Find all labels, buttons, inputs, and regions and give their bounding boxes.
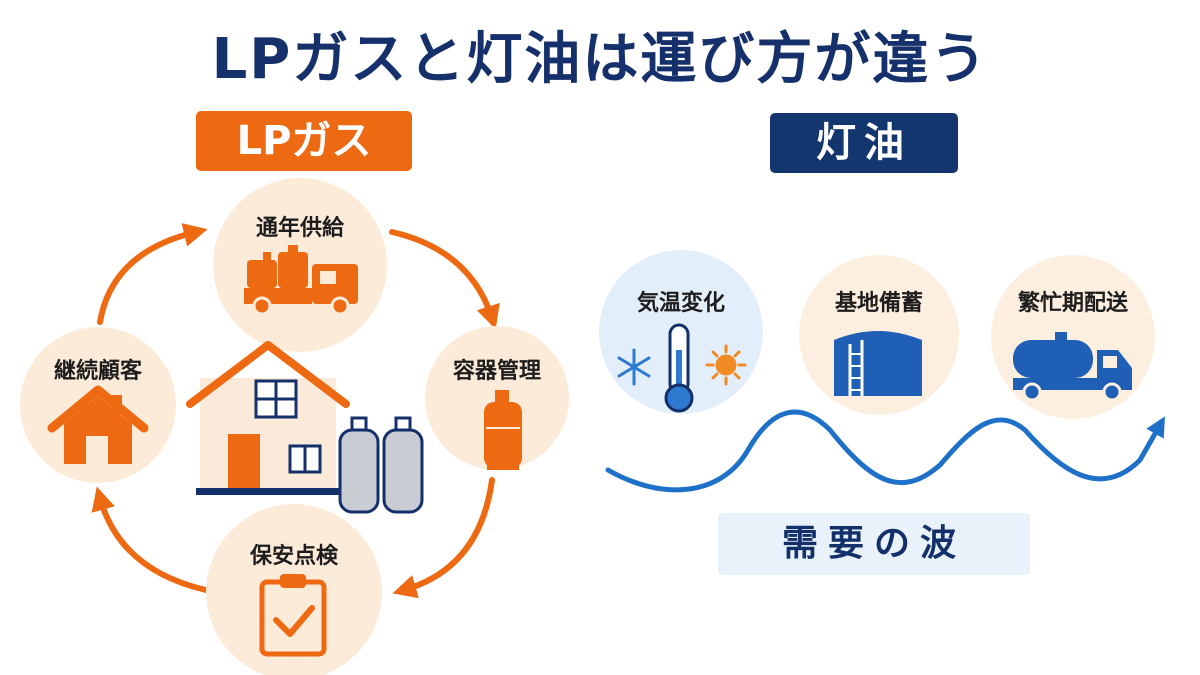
gas-cylinder-icon	[484, 390, 522, 470]
cycle-arrow-right-bottom	[392, 477, 495, 599]
lp-gas-badge: LPガス	[196, 111, 412, 171]
thermometer-icon	[617, 323, 747, 413]
demand-wave	[605, 409, 1165, 493]
node-circle-inspection	[206, 504, 382, 675]
cycle-label-container: 容器管理	[452, 359, 541, 384]
factor-label-temperature: 気温変化	[636, 291, 725, 316]
cycle-arrows	[91, 223, 500, 599]
cycle-arrow-bottom-left	[91, 486, 209, 593]
demand-wave-label: 需要の波	[718, 513, 1030, 575]
factor-label-storage: 基地備蓄	[834, 291, 923, 316]
sun-icon	[705, 344, 747, 386]
house-with-gas-cylinders-icon	[186, 341, 424, 514]
cycle-label-customer: 継続顧客	[53, 359, 142, 384]
cycle-arrow-left-top	[97, 223, 208, 325]
cycle-label-inspection: 保安点検	[249, 544, 338, 569]
tanker-truck-icon	[1013, 332, 1132, 402]
storage-tank-icon	[834, 331, 922, 396]
kerosene-badge: 灯油	[770, 113, 958, 173]
factor-label-delivery: 繁忙期配送	[1017, 291, 1128, 316]
cycle-label-supply: 通年供給	[255, 216, 344, 241]
cycle-arrow-top-right	[389, 229, 500, 330]
page-title: LPガスと灯油は運び方が違う	[211, 27, 989, 92]
house-icon	[47, 385, 149, 464]
factor-circle-delivery	[991, 255, 1155, 419]
checklist-clipboard-icon	[259, 574, 327, 657]
delivery-truck-icon	[244, 245, 358, 316]
snowflake-icon	[617, 348, 651, 386]
